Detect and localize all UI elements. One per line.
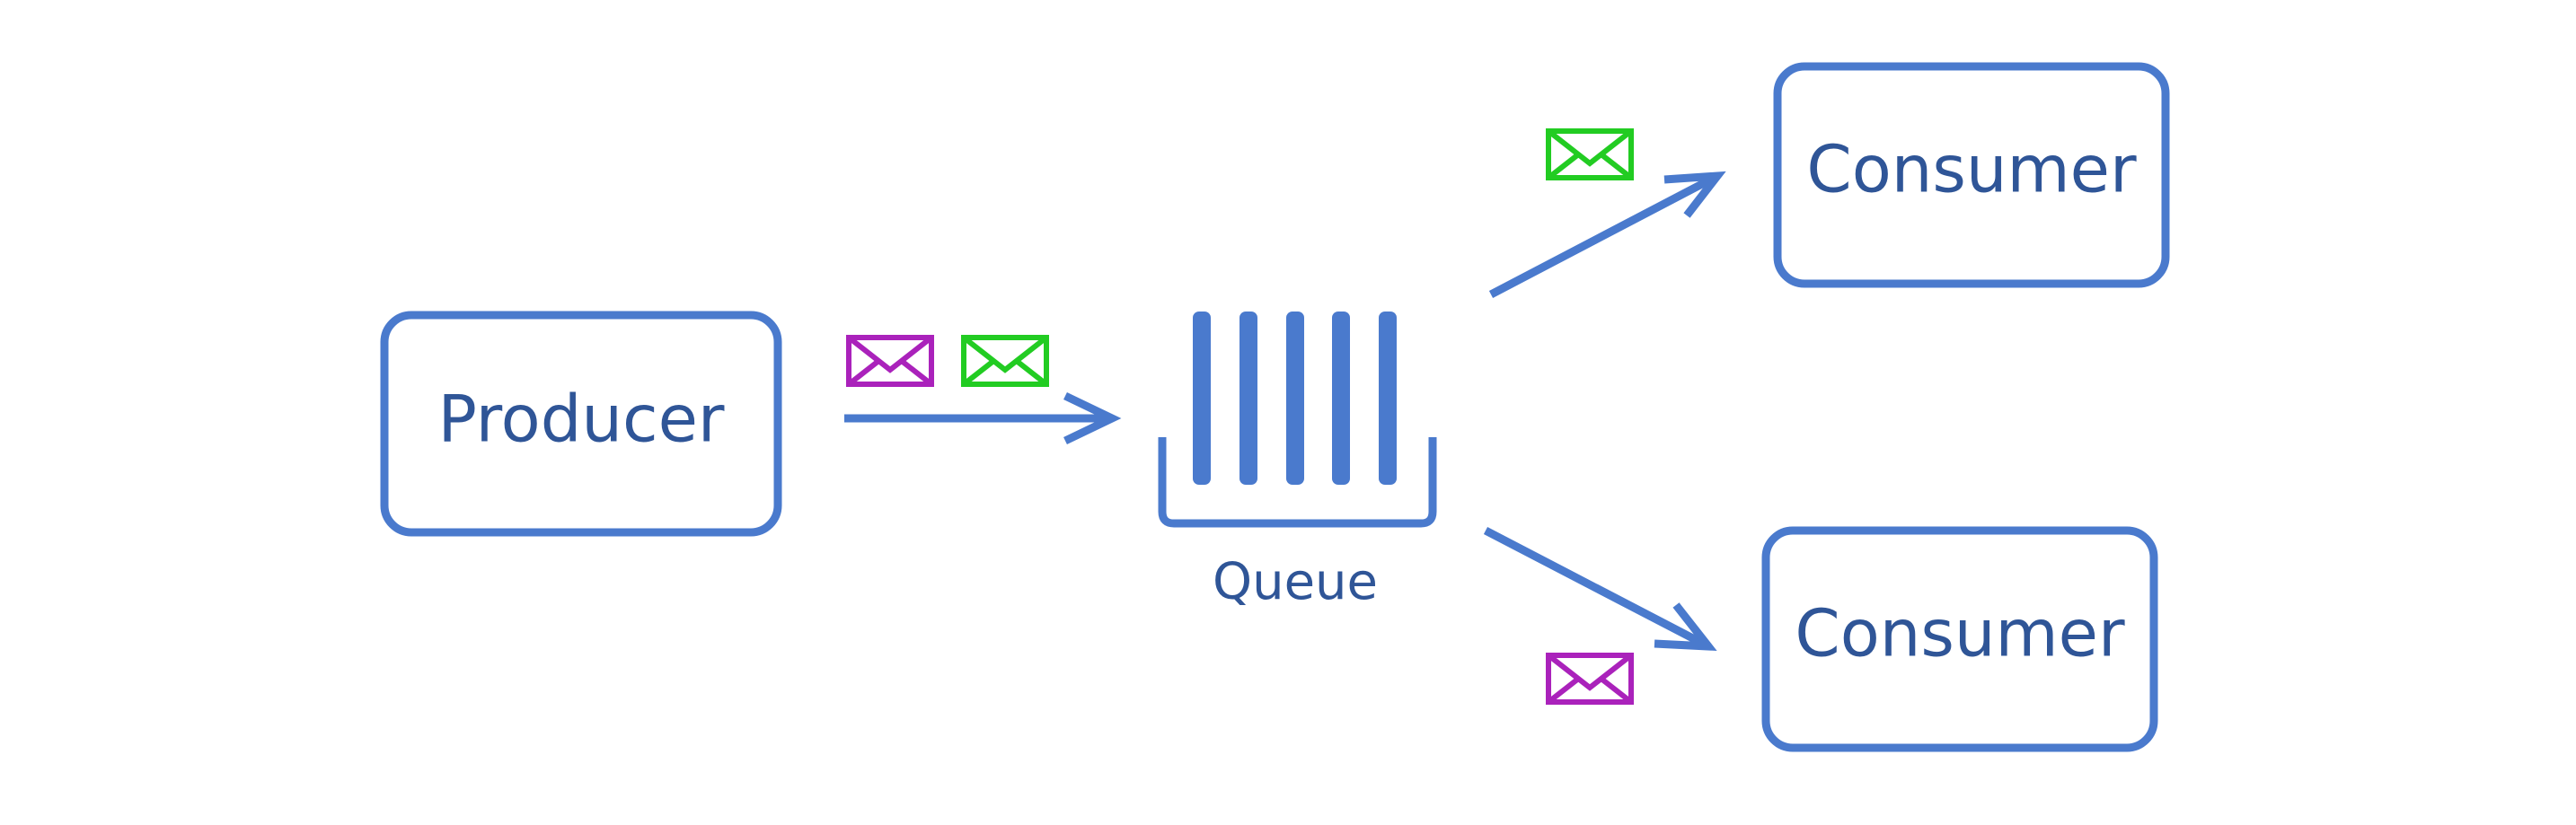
arrowhead-icon [1654,602,1717,651]
producer-box [380,311,782,537]
consumer-top-label: Consumer [1806,132,2137,207]
consumer-top-box [1773,62,2170,288]
envelope-icon [961,335,1049,387]
queue-slot [1332,312,1350,485]
arrow-queue-to-consumer-bottom [1483,527,1717,651]
arrowhead-icon [1663,171,1726,218]
incoming-message-green [961,335,1049,387]
producer-label: Producer [437,382,724,457]
queue-label: Queue [1213,553,1378,611]
queue-slot [1379,312,1397,485]
queue-node: Queue [1158,312,1437,611]
queue-slot [1239,312,1257,485]
arrowhead-icon [1063,391,1122,445]
queue-slot [1193,312,1211,485]
consumer-bottom-label: Consumer [1795,596,2125,671]
envelope-icon [846,335,934,387]
envelope-icon [1546,128,1634,180]
outgoing-message-purple [1546,653,1634,705]
producer-node: Producer [380,311,782,537]
envelope-icon [1546,653,1634,705]
arrow-queue-to-consumer-top [1488,171,1726,298]
arrow-producer-to-queue [844,391,1122,445]
queue-slot [1286,312,1304,485]
queue-container [1158,437,1437,528]
consumer-bottom-box [1761,526,2158,752]
consumer-bottom-node: Consumer [1761,526,2158,752]
consumer-top-node: Consumer [1773,62,2170,288]
outgoing-message-green [1546,128,1634,180]
incoming-message-purple [846,335,934,387]
